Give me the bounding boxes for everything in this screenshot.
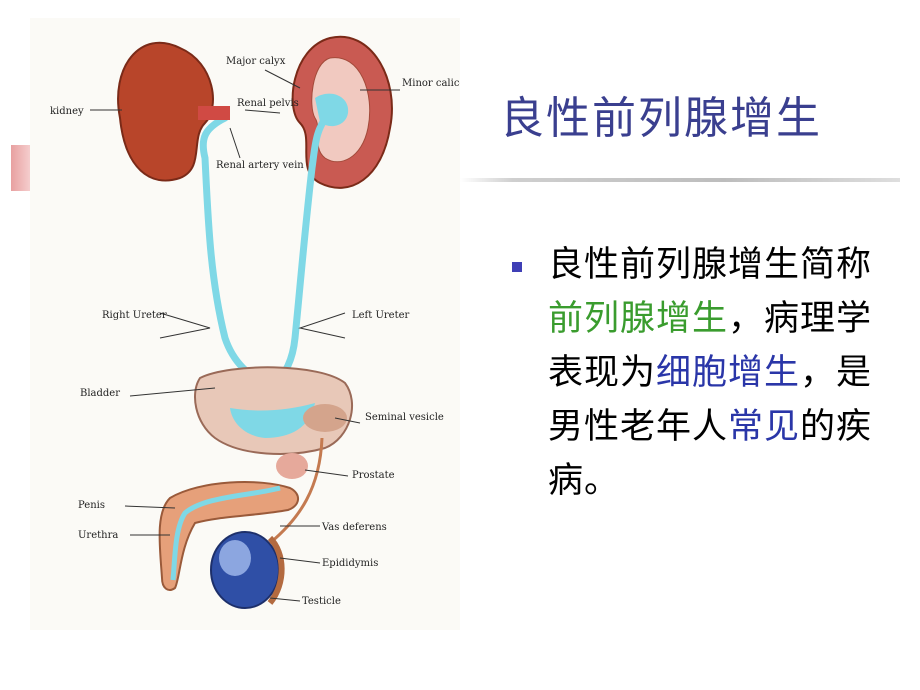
right-kidney xyxy=(117,41,214,182)
label-testicle: Testicle xyxy=(302,596,341,607)
label-vas-deferens: Vas deferens xyxy=(321,522,387,533)
label-right-ureter: Right Ureter xyxy=(102,310,167,321)
label-renal-artery-vein: Renal artery vein xyxy=(216,160,304,171)
bullet-segment: 的疾病。 xyxy=(548,407,873,501)
testicle-highlight xyxy=(219,540,251,576)
label-minor-calices: Minor calices xyxy=(402,78,460,89)
accent-bar xyxy=(11,145,32,191)
urethra xyxy=(170,485,281,581)
label-penis: Penis xyxy=(78,500,105,511)
bladder-inner xyxy=(230,403,315,438)
bullet-segment: 病理学表现为 xyxy=(548,299,873,393)
highlight-term-blue: 常见 xyxy=(728,407,801,447)
urinary-system-illustration: kidney Major calyx Minor calices Renal p… xyxy=(30,18,460,630)
seminal-vesicle xyxy=(303,404,347,432)
prostate xyxy=(276,453,308,479)
label-renal-pelvis: Renal pelvis xyxy=(237,98,299,109)
bullet-segment: 良性前列腺增生 xyxy=(548,245,801,285)
label-urethra: Urethra xyxy=(78,530,118,541)
label-epididymis: Epididymis xyxy=(322,558,378,569)
epididymis xyxy=(267,535,285,605)
label-bladder: Bladder xyxy=(80,388,120,399)
label-seminal-vesicle: Seminal vesicle xyxy=(365,412,444,423)
slide-title: 良性前列腺增生 xyxy=(500,93,822,144)
bullet-square-icon xyxy=(512,262,522,272)
label-kidney: kidney xyxy=(50,106,84,117)
bullet-segment: 简称 xyxy=(800,245,873,285)
highlight-term-blue: 细胞增生 xyxy=(656,353,801,393)
label-major-calyx: Major calyx xyxy=(226,56,286,67)
leader-lines xyxy=(90,69,400,602)
vas-deferens xyxy=(269,437,324,545)
label-left-ureter: Left Ureter xyxy=(352,310,410,321)
bullet-segment: ，是男性老年人 xyxy=(548,353,873,447)
renal-vessels xyxy=(198,106,230,120)
title-divider xyxy=(460,178,900,182)
anatomy-figure: kidney Major calyx Minor calices Renal p… xyxy=(50,35,460,609)
bullet-segment: ， xyxy=(728,299,765,339)
renal-pelvis-left xyxy=(315,93,349,127)
ureters xyxy=(199,109,334,394)
highlight-term-green: 前列腺增生 xyxy=(548,299,729,339)
bullet-text: 良性前列腺增生简称前列腺增生，病理学表现为细胞增生，是男性老年人常见的疾病。 xyxy=(548,238,888,508)
label-prostate: Prostate xyxy=(352,470,395,481)
